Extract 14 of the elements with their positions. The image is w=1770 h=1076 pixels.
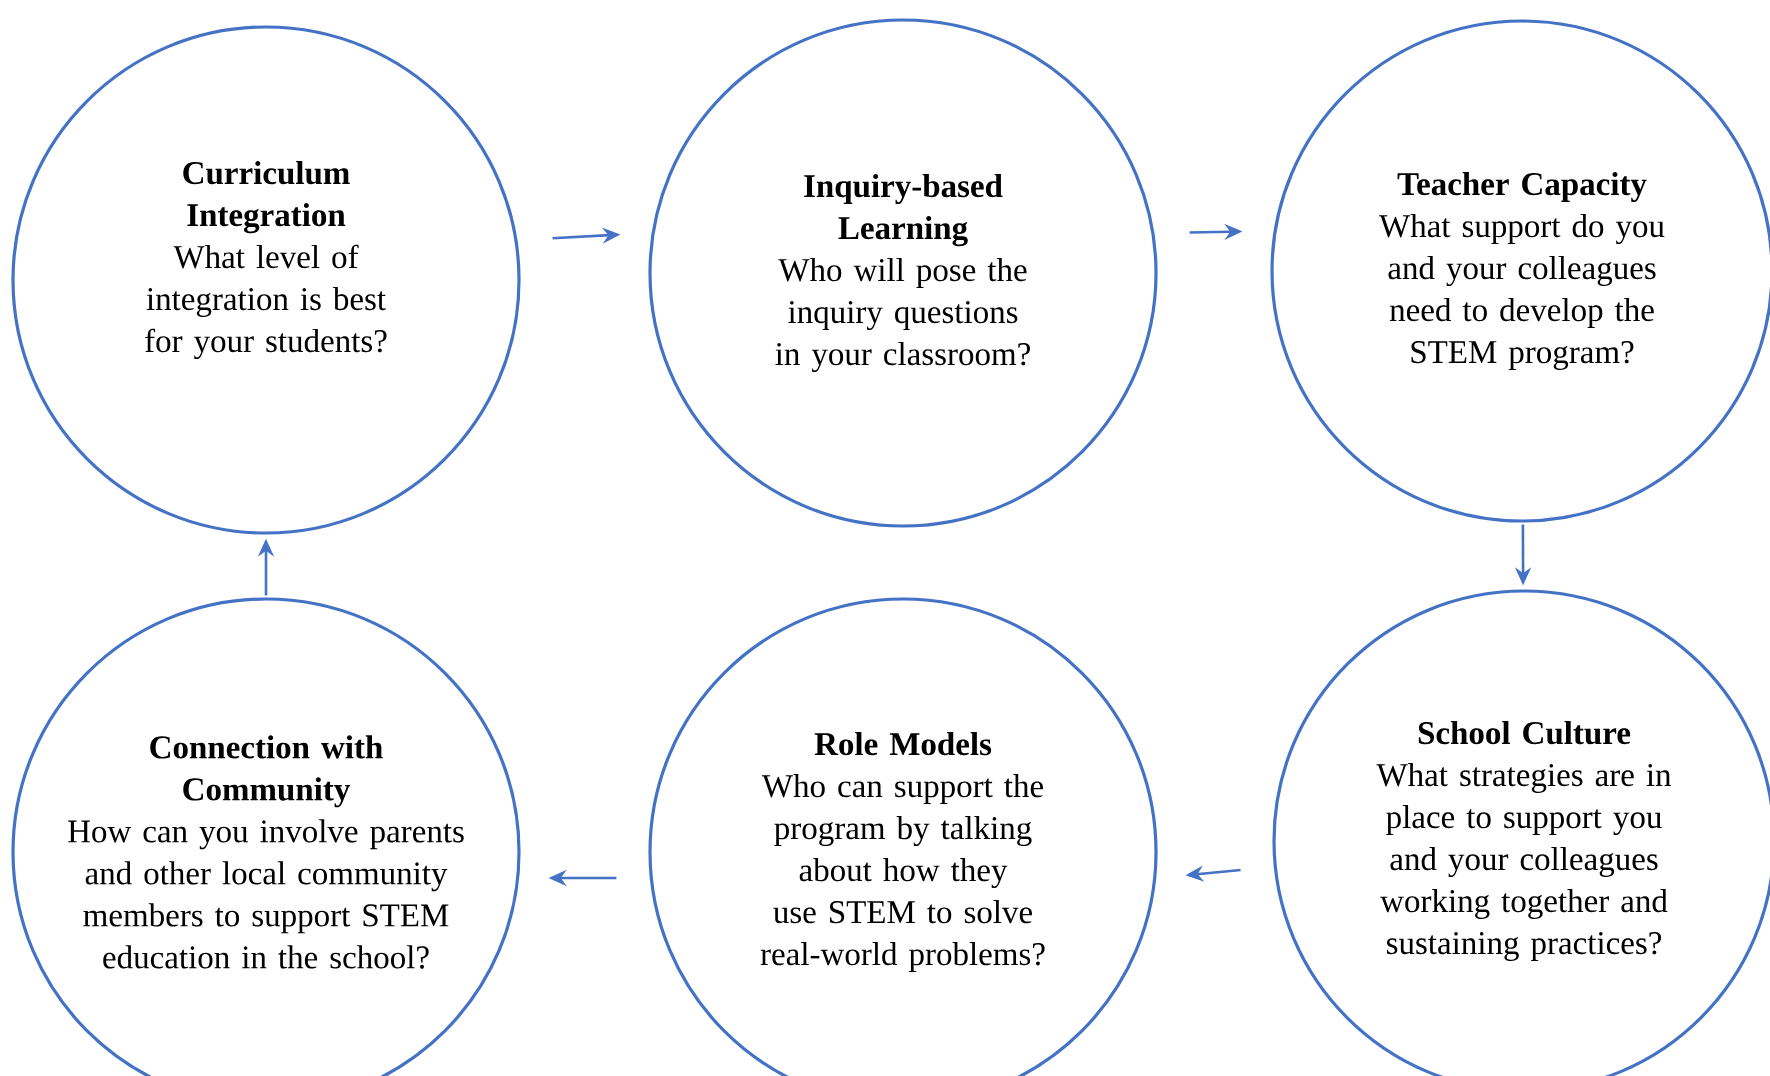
node-label: Who can support the program by talking about how they use STEM to solve real-world problems? — [760, 774, 1045, 972]
question-circle — [11, 25, 521, 535]
node-label: Curriculum Integration — [183, 160, 350, 234]
node-label: What strategies are in place to support you and your colleagues working together and sustaining practices? — [1376, 763, 1672, 962]
node-label: What support do you and your colleagues need to develop the STEM program? — [1379, 213, 1665, 371]
node-label: What level of integration is best for your students? — [145, 244, 387, 360]
question-circle — [648, 18, 1158, 528]
node-label: Who will pose the inquiry questions in your classroom? — [775, 257, 1030, 373]
node-label: Role Models — [814, 732, 992, 756]
node-label: Inquiry-based Learning — [804, 173, 1003, 247]
node-label: School Culture — [1418, 721, 1631, 745]
node-label: How can you involve parents and other local community members to support STEM education in the school? — [68, 819, 464, 969]
node-label: Teacher Capacity — [1397, 171, 1647, 203]
node-label: Connection with Community — [150, 735, 383, 808]
